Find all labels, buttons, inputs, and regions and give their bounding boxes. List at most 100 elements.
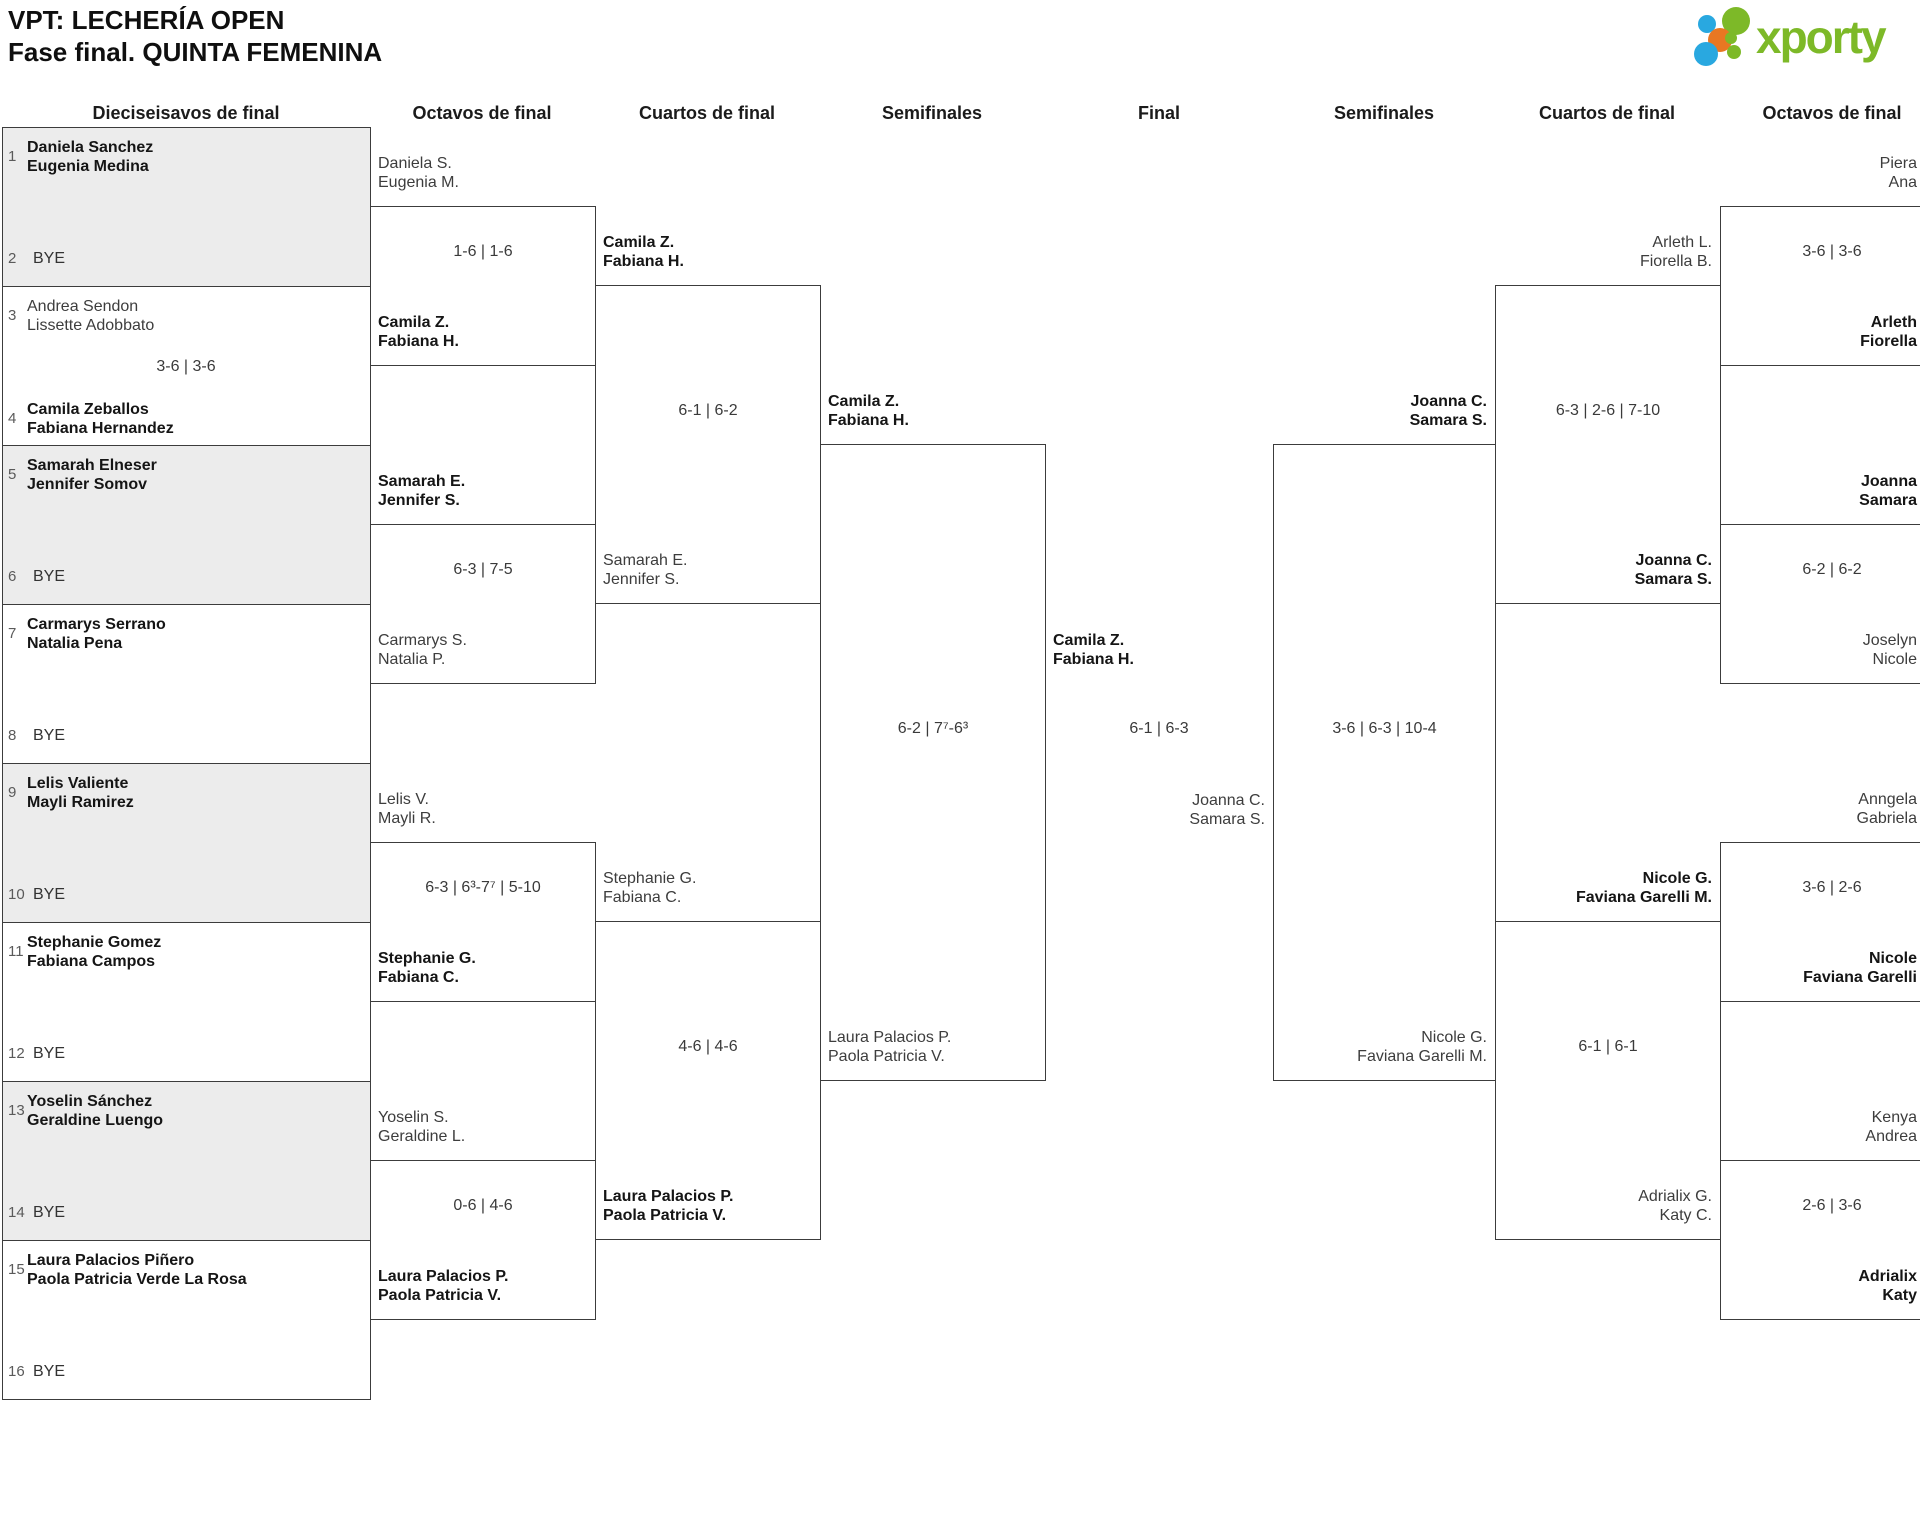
team-qf-right-1-top[interactable]: Arleth L.Fiorella B.	[1639, 234, 1712, 270]
round-header-r32-left: Dieciseisavos de final	[92, 103, 280, 123]
round-header-qf-right: Cuartos de final	[1538, 103, 1676, 123]
bye-label: BYE	[33, 250, 66, 267]
team-qf-right-1-bottom[interactable]: Joanna C.Samara S.	[1634, 552, 1712, 588]
match-box-r16-right-3	[1720, 842, 1920, 1002]
team-qf-left-2-top[interactable]: Stephanie G.Fabiana C.	[603, 870, 697, 906]
seed-number: 6	[8, 568, 17, 585]
match-score-r16-left-3: 6-3 | 6³-7⁷ | 5-10	[425, 879, 541, 896]
bye-label: BYE	[33, 727, 66, 744]
team-sf-right-top[interactable]: Joanna C.Samara S.	[1409, 393, 1487, 429]
team-sf-left-top[interactable]: Camila Z.Fabiana H.	[828, 393, 909, 429]
bye-label: BYE	[33, 1363, 66, 1380]
seed-number: 11	[8, 943, 24, 960]
match-box-r16-left-3	[370, 842, 596, 1002]
match-box-sf-left	[820, 444, 1046, 1081]
seed-number: 2	[8, 250, 17, 267]
team-qf-left-1-bottom[interactable]: Samarah E.Jennifer S.	[603, 552, 688, 588]
team-qf-left-2-bottom[interactable]: Laura Palacios P.Paola Patricia V.	[603, 1188, 734, 1224]
team-qf-left-1-top[interactable]: Camila Z.Fabiana H.	[603, 234, 684, 270]
team-sf-right-bottom[interactable]: Nicole G.Faviana Garelli M.	[1357, 1029, 1487, 1065]
team-sf-left-bottom[interactable]: Laura Palacios P.Paola Patricia V.	[828, 1029, 952, 1065]
match-score-r16-left-4: 0-6 | 4-6	[453, 1197, 513, 1214]
team-r16-left-3-bottom[interactable]: Stephanie G.Fabiana C.	[378, 950, 476, 986]
match-box-r16-right-1	[1720, 206, 1920, 366]
logo-wordmark: xporty	[1756, 11, 1887, 63]
match-box-qf-left-1	[595, 285, 821, 604]
team-r16-left-1-bottom[interactable]: Camila Z.Fabiana H.	[378, 314, 459, 350]
match-score-final: 6-1 | 6-3	[1129, 720, 1189, 737]
round-header-sf-left: Semifinales	[881, 103, 983, 123]
logo-dot-green-small-icon	[1727, 45, 1741, 59]
bye-label: BYE	[33, 1204, 66, 1221]
seed-box-3-4	[2, 286, 371, 446]
team-final-winner[interactable]: Camila Z.Fabiana H.	[1053, 632, 1134, 668]
seed-number: 3	[8, 307, 17, 324]
seed-box-7-8	[2, 604, 371, 764]
round-header-qf-left: Cuartos de final	[638, 103, 776, 123]
team-r16-left-2-bottom[interactable]: Carmarys S.Natalia P.	[378, 632, 467, 668]
seed-number: 14	[8, 1204, 25, 1221]
match-box-r16-left-2	[370, 524, 596, 684]
seed-number: 4	[8, 410, 17, 427]
team-r16-left-4-top[interactable]: Yoselin S.Geraldine L.	[378, 1109, 466, 1145]
match-box-qf-left-2	[595, 921, 821, 1240]
match-score-r16-right-1: 3-6 | 3-6	[1802, 243, 1862, 260]
match-score-sf-left: 6-2 | 7⁷-6³	[897, 720, 969, 737]
team-final-runner-up[interactable]: Joanna C.Samara S.	[1189, 792, 1265, 828]
round-header-final: Final	[1137, 103, 1180, 123]
bye-label: BYE	[33, 886, 66, 903]
team-qf-right-2-bottom[interactable]: Adrialix G.Katy C.	[1638, 1188, 1712, 1224]
seed-box-13-14	[2, 1081, 371, 1241]
seed-number: 5	[8, 466, 17, 483]
seed-number: 10	[8, 886, 25, 903]
team-r16-left-2-top[interactable]: Samarah E.Jennifer S.	[378, 473, 466, 509]
page-subtitle: Fase final. QUINTA FEMENINA	[8, 37, 383, 67]
seed-box-15-16	[2, 1240, 371, 1400]
match-box-r16-left-4	[370, 1160, 596, 1320]
bye-label: BYE	[33, 1045, 66, 1062]
seed-box-9-10	[2, 763, 371, 923]
match-box-sf-right	[1273, 444, 1496, 1081]
team-r16-left-1-top[interactable]: Daniela S.Eugenia M.	[378, 155, 459, 191]
match-score-r16-left-1: 1-6 | 1-6	[453, 243, 513, 260]
match-box-qf-right-2	[1495, 921, 1721, 1240]
seed-number: 9	[8, 784, 17, 801]
match-score-r16-left-2: 6-3 | 7-5	[453, 561, 513, 578]
match-box-r16-left-1	[370, 206, 596, 366]
team-r16-left-4-bottom[interactable]: Laura Palacios P.Paola Patricia V.	[378, 1268, 509, 1304]
match-box-r16-right-4	[1720, 1160, 1920, 1320]
seed-number: 13	[8, 1102, 25, 1119]
match-box-r16-right-2	[1720, 524, 1920, 684]
bye-label: BYE	[33, 568, 66, 585]
match-score-r16-right-3: 3-6 | 2-6	[1802, 879, 1862, 896]
seed-box-1-2	[2, 127, 371, 287]
match-score-r32: 3-6 | 3-6	[156, 358, 216, 375]
match-score-r16-right-2: 6-2 | 6-2	[1802, 561, 1862, 578]
team-r16-left-3-top[interactable]: Lelis V.Mayli R.	[378, 791, 436, 827]
round-header-sf-right: Semifinales	[1333, 103, 1435, 123]
seed-box-11-12	[2, 922, 371, 1082]
team-qf-right-2-top[interactable]: Nicole G.Faviana Garelli M.	[1575, 870, 1712, 906]
seed-number: 7	[8, 625, 17, 642]
match-score-qf-left-1: 6-1 | 6-2	[678, 402, 738, 419]
round-header-r16-left: Octavos de final	[412, 103, 552, 123]
match-score-qf-right-2: 6-1 | 6-1	[1578, 1038, 1638, 1055]
